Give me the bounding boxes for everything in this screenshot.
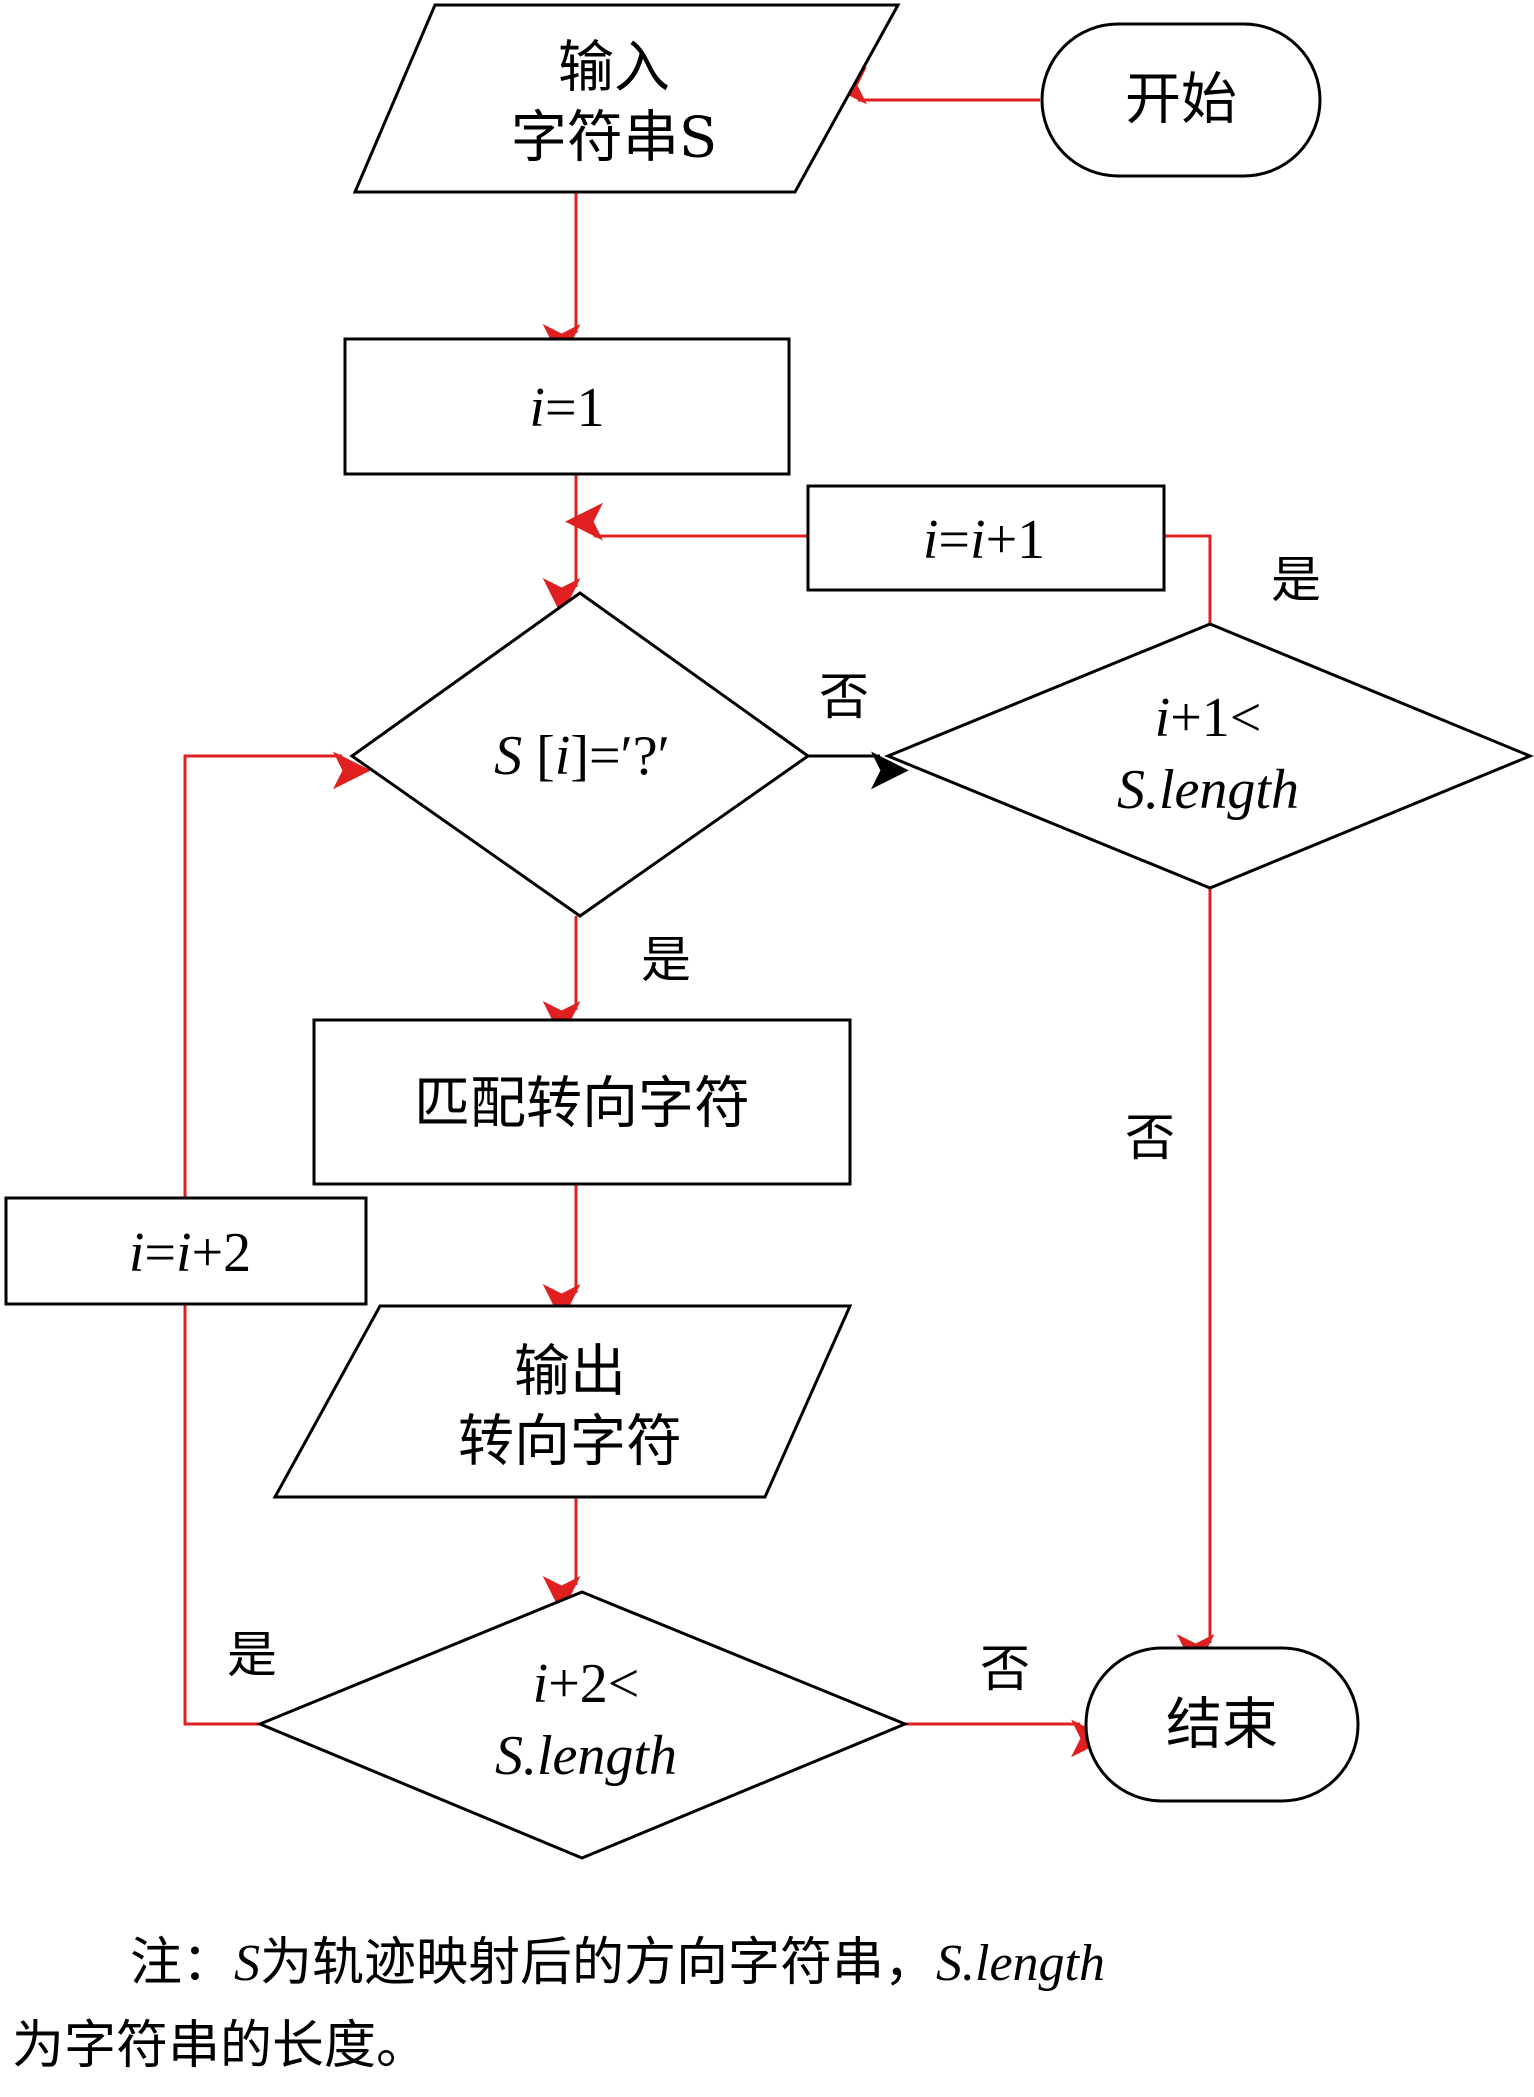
- output-label-line1: 输出: [514, 1340, 626, 1405]
- figure-note: 注：S为轨迹映射后的方向字符串，S.length 为字符串的长度。: [12, 1922, 1527, 2087]
- output-node: 输出 转向字符: [272, 1304, 853, 1499]
- check-char-node: S [i]=′?′: [349, 591, 811, 918]
- inc2-node: i=i+2: [4, 1196, 368, 1306]
- check-len2-label-line2: S.length: [495, 1725, 677, 1787]
- check-char-label: S [i]=′?′: [494, 725, 670, 787]
- start-node: 开始: [1040, 22, 1322, 178]
- init-label: i=1: [529, 377, 604, 439]
- end-label: 结束: [1166, 1693, 1278, 1758]
- inc1-label: i=i+1: [923, 509, 1045, 571]
- end-node: 结束: [1084, 1646, 1360, 1803]
- check-len2-diamond: [256, 1590, 909, 1860]
- input-parallelogram: [352, 3, 901, 194]
- input-label-line1: 输入: [558, 36, 670, 101]
- end-terminator: [1084, 1646, 1360, 1803]
- check-len1-node: i+1< S.length: [884, 622, 1534, 890]
- input-label-line2: 字符串S: [511, 106, 717, 171]
- note-s-var: S: [234, 1935, 261, 1992]
- note-length-var: S.length: [936, 1935, 1106, 1992]
- edge-label-len1-yes: 是: [1271, 551, 1321, 609]
- check-len2-label-line1: i+2<: [533, 1653, 640, 1715]
- edge-inc2-to-check-char: [183, 751, 371, 1198]
- edge-label-len2-no: 否: [980, 1640, 1030, 1698]
- input-node: 输入 字符串S: [352, 3, 901, 194]
- output-parallelogram: [272, 1304, 853, 1499]
- inc1-node: i=i+1: [806, 484, 1166, 592]
- check-len1-label-line1: i+1<: [1155, 687, 1262, 749]
- note-middle: 为轨迹映射后的方向字符串，: [260, 1933, 937, 1993]
- edge-check-len1-yes: [1164, 534, 1212, 624]
- check-len1-diamond: [884, 622, 1534, 890]
- note-suffix: 为字符串的长度。: [12, 2016, 429, 2076]
- output-label-line2: 转向字符: [458, 1410, 682, 1475]
- check-len2-node: i+2< S.length: [256, 1590, 909, 1860]
- inc1-box: [806, 484, 1166, 592]
- start-label: 开始: [1125, 68, 1237, 133]
- init-node: i=1: [343, 337, 791, 476]
- edge-label-char-no: 否: [819, 668, 869, 726]
- edge-label-char-yes: 是: [641, 931, 691, 989]
- edge-check-len2-yes: [183, 1304, 260, 1726]
- inc2-box: [4, 1196, 368, 1306]
- check-len1-label-line2: S.length: [1117, 759, 1299, 821]
- match-label: 匹配转向字符: [414, 1072, 750, 1137]
- inc2-label: i=i+2: [129, 1222, 251, 1284]
- note-prefix: 注：: [130, 1933, 235, 1993]
- check-char-diamond: [349, 591, 811, 918]
- edges: [183, 66, 1215, 1758]
- init-box: [343, 337, 791, 476]
- edge-label-len1-no: 否: [1125, 1109, 1175, 1167]
- match-node: 匹配转向字符: [312, 1018, 852, 1186]
- edge-label-len2-yes: 是: [227, 1626, 277, 1684]
- edge-labels: 否 是 否 是 是 否: [227, 551, 1321, 1698]
- match-box: [312, 1018, 852, 1186]
- start-terminator: [1040, 22, 1322, 178]
